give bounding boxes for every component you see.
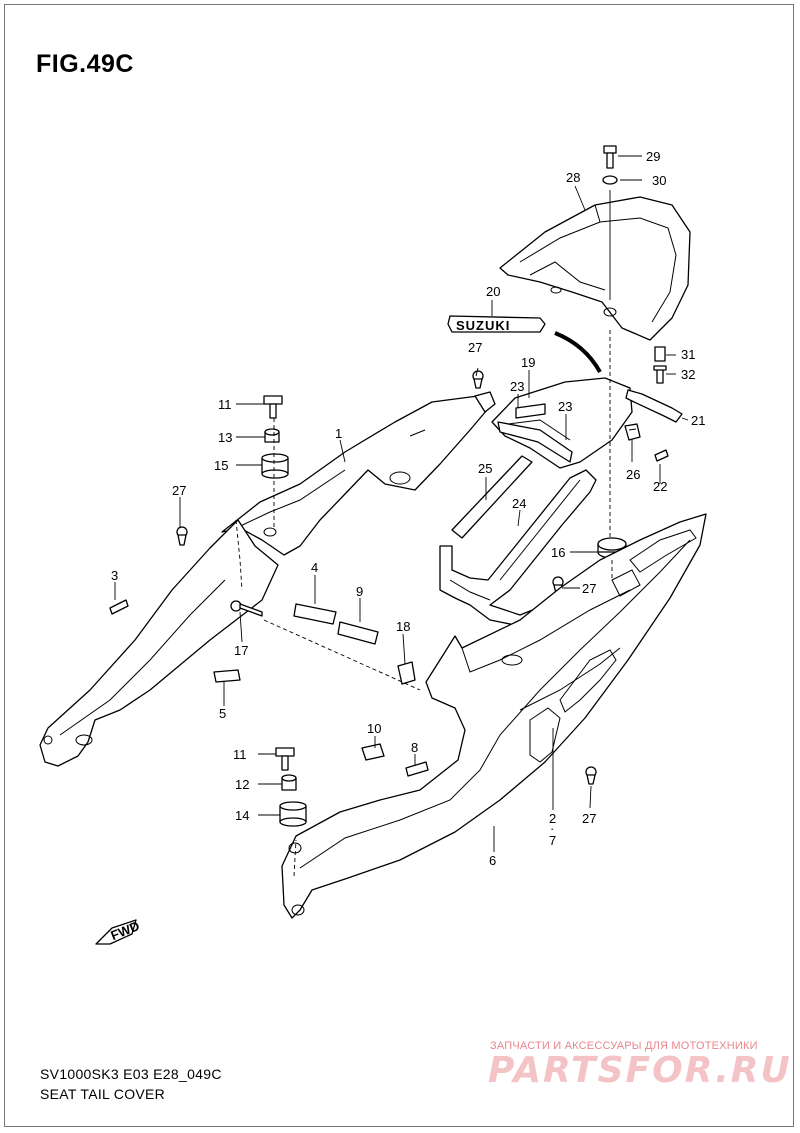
figure-title: FIG.49C bbox=[36, 50, 134, 78]
part-pad-10 bbox=[361, 743, 385, 761]
part-bolt-29 bbox=[603, 145, 617, 169]
part-pad-22 bbox=[654, 449, 669, 462]
callout-18: 18 bbox=[396, 619, 410, 634]
callout-22: 22 bbox=[653, 479, 667, 494]
callout-6: 6 bbox=[489, 853, 496, 868]
part-pad-4 bbox=[293, 603, 337, 625]
part-pad-5 bbox=[213, 669, 241, 683]
drawing-frame bbox=[4, 4, 794, 1127]
callout-separator-dot: · bbox=[550, 821, 554, 836]
part-screw-17 bbox=[230, 600, 263, 617]
callout-19: 19 bbox=[521, 355, 535, 370]
part-strip-21 bbox=[625, 389, 683, 423]
fwd-label: FWD bbox=[109, 918, 142, 943]
callout-labels: 29 30 28 20 31 32 27 19 23 23 21 11 13 1… bbox=[111, 149, 705, 868]
figure-name: SEAT TAIL COVER bbox=[40, 1086, 166, 1102]
callout-29: 29 bbox=[646, 149, 660, 164]
part-clip-26 bbox=[624, 423, 641, 441]
callout-15: 15 bbox=[214, 458, 228, 473]
leader-lines bbox=[114, 155, 689, 877]
part-grommet-15 bbox=[261, 453, 289, 479]
callout-3: 3 bbox=[111, 568, 118, 583]
callout-27-a: 27 bbox=[172, 483, 186, 498]
part-tail-cover-6 bbox=[281, 513, 707, 919]
part-screw-32 bbox=[653, 365, 667, 384]
callout-27-b: 27 bbox=[468, 340, 482, 355]
figure-model-code: SV1000SK3 E03 E28_049C bbox=[40, 1066, 222, 1082]
callout-32: 32 bbox=[681, 367, 695, 382]
callout-26: 26 bbox=[626, 467, 640, 482]
part-collar-13 bbox=[264, 428, 280, 443]
callout-27-c: 27 bbox=[582, 581, 596, 596]
part-pad-8 bbox=[405, 761, 429, 777]
callout-30: 30 bbox=[652, 173, 666, 188]
callout-12: 12 bbox=[235, 777, 249, 792]
callout-5: 5 bbox=[219, 706, 226, 721]
part-frame-24 bbox=[439, 469, 597, 626]
part-grommet-14 bbox=[279, 801, 307, 827]
callout-23-b: 23 bbox=[558, 399, 572, 414]
callout-24: 24 bbox=[512, 496, 526, 511]
callout-7: 7 bbox=[549, 833, 556, 848]
callout-13: 13 bbox=[218, 430, 232, 445]
callout-21: 21 bbox=[691, 413, 705, 428]
part-pad-3 bbox=[109, 599, 129, 615]
part-spacer-31 bbox=[654, 346, 666, 362]
part-bracket-1 bbox=[221, 391, 496, 556]
callout-1: 1 bbox=[335, 426, 342, 441]
part-emblem-20: SUZUKI bbox=[447, 315, 546, 333]
callout-14: 14 bbox=[235, 808, 249, 823]
part-clip-27-a bbox=[176, 526, 188, 546]
part-bolt-11-lower bbox=[275, 747, 295, 771]
part-clip-27-d bbox=[585, 766, 597, 785]
callout-10: 10 bbox=[367, 721, 381, 736]
callout-28: 28 bbox=[566, 170, 580, 185]
callout-8: 8 bbox=[411, 740, 418, 755]
part-side-cover-left bbox=[39, 519, 279, 767]
callout-27-d: 27 bbox=[582, 811, 596, 826]
callout-31: 31 bbox=[681, 347, 695, 362]
callout-11-upper: 11 bbox=[218, 397, 232, 412]
watermark-logo: PARTSFOR.RU bbox=[488, 1050, 792, 1091]
fwd-arrow-icon: FWD bbox=[95, 918, 142, 945]
part-clip-18 bbox=[397, 661, 416, 685]
part-stripe bbox=[554, 331, 602, 373]
callout-11-lower: 11 bbox=[233, 747, 247, 762]
callout-16: 16 bbox=[551, 545, 565, 560]
part-cushion-25 bbox=[451, 455, 533, 539]
callout-2: 2 bbox=[549, 811, 556, 826]
part-clip-27-b bbox=[472, 370, 484, 389]
part-pad-9 bbox=[337, 621, 379, 645]
part-bolt-11-upper bbox=[263, 395, 283, 419]
emblem-brand-text: SUZUKI bbox=[456, 318, 510, 333]
callout-17: 17 bbox=[234, 643, 248, 658]
watermark-caption: ЗАПЧАСТИ И АКСЕССУАРЫ ДЛЯ МОТОТЕХНИКИ bbox=[490, 1040, 758, 1052]
callout-4: 4 bbox=[311, 560, 318, 575]
callout-9: 9 bbox=[356, 584, 363, 599]
callout-20: 20 bbox=[486, 284, 500, 299]
part-collar-12 bbox=[281, 774, 297, 791]
part-seat-rail-cover-19 bbox=[491, 377, 633, 469]
callout-23-a: 23 bbox=[510, 379, 524, 394]
part-washer-30 bbox=[602, 175, 618, 185]
callout-25: 25 bbox=[478, 461, 492, 476]
